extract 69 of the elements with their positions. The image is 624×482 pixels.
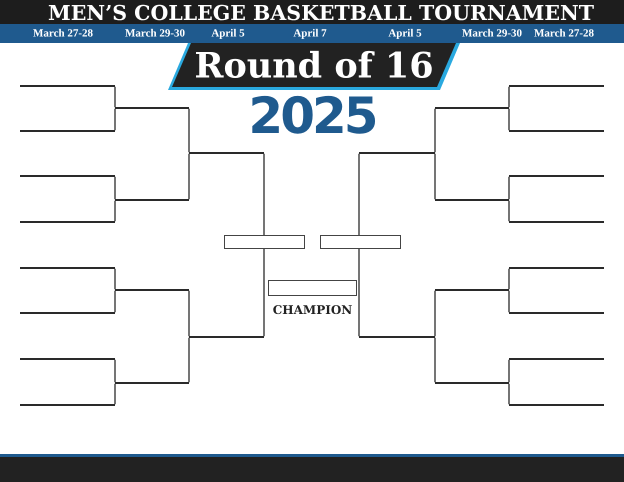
fill-in-line [435, 289, 509, 291]
bracket-line [188, 154, 190, 200]
box-caption: CHAMPION [272, 303, 352, 317]
bracket-line [114, 360, 116, 382]
bracket-line [114, 384, 116, 404]
fill-in-line [509, 175, 604, 177]
fill-in-line [509, 312, 604, 314]
bracket-line [114, 200, 116, 222]
fill-in-line [20, 267, 115, 269]
bracket-line [508, 268, 510, 290]
fill-in-line [189, 152, 264, 154]
bracket-line [114, 176, 116, 200]
fill-in-line [115, 107, 189, 109]
bracket-line [434, 108, 436, 152]
fill-in-line [509, 358, 604, 360]
answer-box [320, 235, 401, 249]
bracket-line [188, 338, 190, 382]
fill-in-line [20, 404, 115, 406]
fill-in-line [20, 85, 115, 87]
fill-in-line [359, 336, 435, 338]
bracket-line [188, 108, 190, 152]
bracket-line [508, 86, 510, 108]
fill-in-line [20, 130, 115, 132]
bracket-line [508, 360, 510, 382]
date-label: March 27-28 [33, 28, 93, 39]
date-label: April 5 [211, 28, 245, 39]
bracket-line [358, 249, 360, 336]
bracket-line [508, 200, 510, 222]
bracket-line [114, 108, 116, 130]
fill-in-line [189, 336, 264, 338]
bracket-line [508, 108, 510, 130]
fill-in-line [115, 199, 189, 201]
fill-in-line [435, 199, 509, 201]
bracket-line [434, 338, 436, 382]
fill-in-line [20, 221, 115, 223]
year-heading: 2025 [248, 91, 376, 141]
date-label: April 7 [293, 28, 327, 39]
bracket-line [358, 154, 360, 235]
bracket-line [263, 154, 265, 235]
fill-in-line [115, 289, 189, 291]
round-heading: Round of 16 [194, 48, 434, 84]
bracket-line [188, 290, 190, 336]
fill-in-line [20, 358, 115, 360]
bracket-line [434, 290, 436, 336]
fill-in-line [20, 312, 115, 314]
date-label: March 29-30 [125, 28, 185, 39]
bracket-line [508, 384, 510, 404]
bracket-line [114, 86, 116, 108]
bracket-line [114, 268, 116, 290]
bracket-line [114, 290, 116, 312]
fill-in-line [20, 175, 115, 177]
date-label: March 29-30 [462, 28, 522, 39]
date-label: March 27-28 [534, 28, 594, 39]
fill-in-line [509, 130, 604, 132]
bracket-line [434, 154, 436, 200]
date-label: April 5 [388, 28, 422, 39]
fill-in-line [435, 382, 509, 384]
answer-box [224, 235, 305, 249]
fill-in-line [509, 221, 604, 223]
fill-in-line [509, 404, 604, 406]
fill-in-line [509, 85, 604, 87]
fill-in-line [359, 152, 435, 154]
fill-in-line [509, 267, 604, 269]
title-text: MEN’S COLLEGE BASKETBALL TOURNAMENT [48, 2, 594, 23]
bracket-line [263, 249, 265, 336]
bracket-line [508, 176, 510, 200]
fill-in-line [435, 107, 509, 109]
fill-in-line [115, 382, 189, 384]
bracket-line [508, 290, 510, 312]
